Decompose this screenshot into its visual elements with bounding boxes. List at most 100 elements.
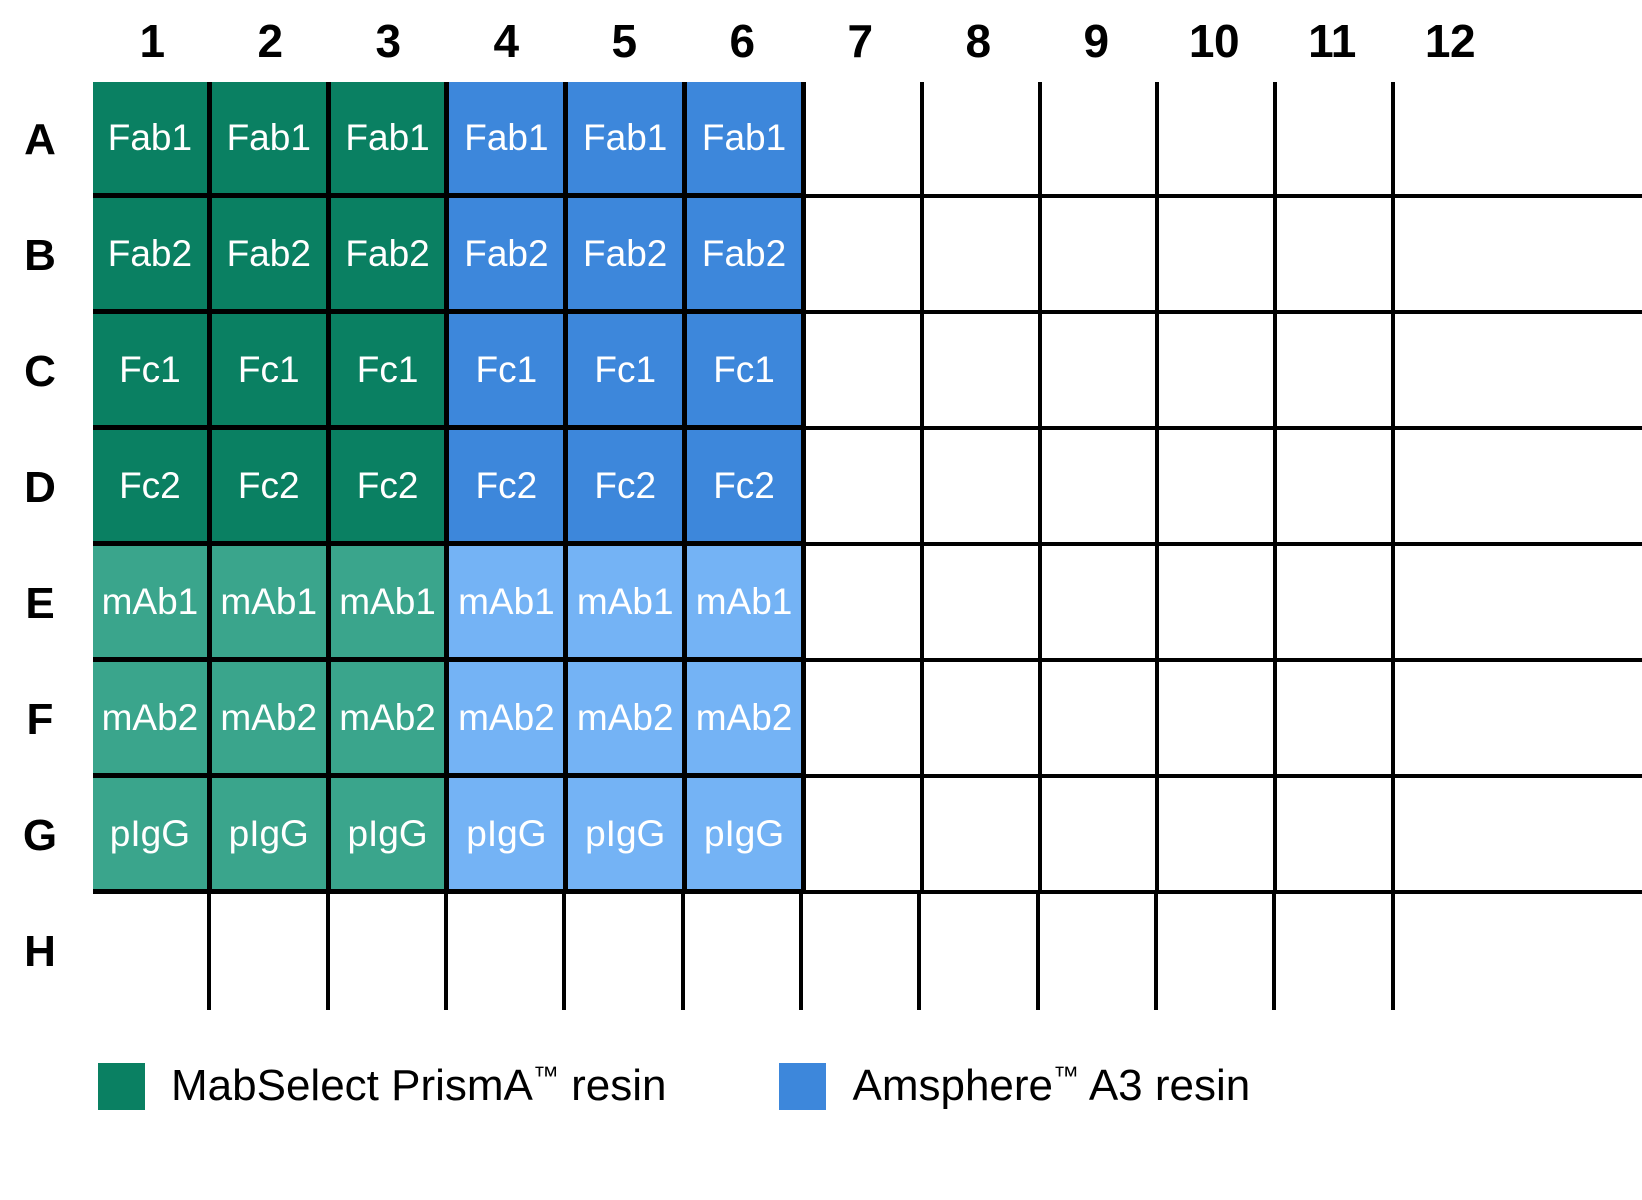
well-E5[interactable]: mAb1	[568, 546, 688, 662]
well-H10[interactable]	[1157, 894, 1277, 1010]
well-B11[interactable]	[1277, 198, 1396, 314]
well-D9[interactable]	[1041, 430, 1160, 546]
well-H9[interactable]	[1039, 894, 1158, 1010]
well-A10[interactable]	[1159, 82, 1278, 198]
well-G2[interactable]: pIgG	[211, 778, 331, 894]
well-B2[interactable]: Fab2	[211, 198, 331, 314]
well-C7[interactable]	[805, 314, 924, 430]
well-H6[interactable]	[684, 894, 803, 1010]
well-G1[interactable]: pIgG	[93, 778, 212, 894]
well-H3[interactable]	[329, 894, 448, 1010]
well-H11[interactable]	[1276, 894, 1395, 1010]
well-D3[interactable]: Fc2	[330, 430, 450, 546]
well-B9[interactable]	[1041, 198, 1160, 314]
well-B7[interactable]	[805, 198, 924, 314]
well-A4[interactable]: Fab1	[449, 82, 569, 198]
well-G7[interactable]	[805, 778, 924, 894]
well-E11[interactable]	[1277, 546, 1396, 662]
well-E1[interactable]: mAb1	[93, 546, 212, 662]
well-B6[interactable]: Fab2	[687, 198, 806, 314]
well-G12[interactable]	[1395, 778, 1509, 894]
well-C8[interactable]	[923, 314, 1042, 430]
well-C12[interactable]	[1395, 314, 1509, 430]
well-A6[interactable]: Fab1	[687, 82, 806, 198]
well-C2[interactable]: Fc1	[211, 314, 331, 430]
well-E3[interactable]: mAb1	[330, 546, 450, 662]
well-G8[interactable]	[923, 778, 1042, 894]
well-D4[interactable]: Fc2	[449, 430, 569, 546]
well-F12[interactable]	[1395, 662, 1509, 778]
well-C4[interactable]: Fc1	[449, 314, 569, 430]
well-E9[interactable]	[1041, 546, 1160, 662]
well-D8[interactable]	[923, 430, 1042, 546]
well-E6[interactable]: mAb1	[687, 546, 806, 662]
well-F3[interactable]: mAb2	[330, 662, 450, 778]
well-A3[interactable]: Fab1	[330, 82, 450, 198]
trademark-icon: ™	[1053, 1060, 1080, 1091]
well-H4[interactable]	[447, 894, 567, 1010]
well-E7[interactable]	[805, 546, 924, 662]
well-B8[interactable]	[923, 198, 1042, 314]
well-A2[interactable]: Fab1	[211, 82, 331, 198]
well-F7[interactable]	[805, 662, 924, 778]
well-F2[interactable]: mAb2	[211, 662, 331, 778]
well-H1[interactable]	[93, 894, 212, 1010]
well-D12[interactable]	[1395, 430, 1509, 546]
well-label: mAb1	[339, 581, 436, 622]
well-A11[interactable]	[1277, 82, 1396, 198]
well-D10[interactable]	[1159, 430, 1278, 546]
well-F6[interactable]: mAb2	[687, 662, 806, 778]
well-C9[interactable]	[1041, 314, 1160, 430]
well-F5[interactable]: mAb2	[568, 662, 688, 778]
well-G6[interactable]: pIgG	[687, 778, 806, 894]
well-A8[interactable]	[923, 82, 1042, 198]
well-B5[interactable]: Fab2	[568, 198, 688, 314]
well-B3[interactable]: Fab2	[330, 198, 450, 314]
well-C1[interactable]: Fc1	[93, 314, 212, 430]
well-D7[interactable]	[805, 430, 924, 546]
well-F11[interactable]	[1277, 662, 1396, 778]
well-H12[interactable]	[1394, 894, 1509, 1010]
well-G9[interactable]	[1041, 778, 1160, 894]
well-H2[interactable]	[211, 894, 330, 1010]
well-D6[interactable]: Fc2	[687, 430, 806, 546]
well-F1[interactable]: mAb2	[93, 662, 212, 778]
well-E4[interactable]: mAb1	[449, 546, 569, 662]
well-G11[interactable]	[1277, 778, 1396, 894]
column-header-4: 4	[493, 15, 519, 67]
well-A5[interactable]: Fab1	[568, 82, 688, 198]
well-D1[interactable]: Fc2	[93, 430, 212, 546]
well-E10[interactable]	[1159, 546, 1278, 662]
well-F9[interactable]	[1041, 662, 1160, 778]
well-H5[interactable]	[566, 894, 685, 1010]
well-G3[interactable]: pIgG	[330, 778, 450, 894]
well-A9[interactable]	[1041, 82, 1160, 198]
well-B4[interactable]: Fab2	[449, 198, 569, 314]
well-A1[interactable]: Fab1	[93, 82, 212, 198]
well-F4[interactable]: mAb2	[449, 662, 569, 778]
well-F10[interactable]	[1159, 662, 1278, 778]
well-C5[interactable]: Fc1	[568, 314, 688, 430]
well-A12[interactable]	[1395, 82, 1509, 198]
well-E8[interactable]	[923, 546, 1042, 662]
well-B10[interactable]	[1159, 198, 1278, 314]
column-header-9: 9	[1083, 15, 1109, 67]
well-D2[interactable]: Fc2	[211, 430, 331, 546]
well-B12[interactable]	[1395, 198, 1509, 314]
well-C11[interactable]	[1277, 314, 1396, 430]
well-E2[interactable]: mAb1	[211, 546, 331, 662]
well-C6[interactable]: Fc1	[687, 314, 806, 430]
well-H8[interactable]	[921, 894, 1040, 1010]
well-C10[interactable]	[1159, 314, 1278, 430]
well-G10[interactable]	[1159, 778, 1278, 894]
well-D5[interactable]: Fc2	[568, 430, 688, 546]
well-C3[interactable]: Fc1	[330, 314, 450, 430]
well-A7[interactable]	[805, 82, 924, 198]
well-E12[interactable]	[1395, 546, 1509, 662]
well-B1[interactable]: Fab2	[93, 198, 212, 314]
well-D11[interactable]	[1277, 430, 1396, 546]
well-H7[interactable]	[802, 894, 922, 1010]
well-G4[interactable]: pIgG	[449, 778, 569, 894]
well-F8[interactable]	[923, 662, 1042, 778]
well-G5[interactable]: pIgG	[568, 778, 688, 894]
